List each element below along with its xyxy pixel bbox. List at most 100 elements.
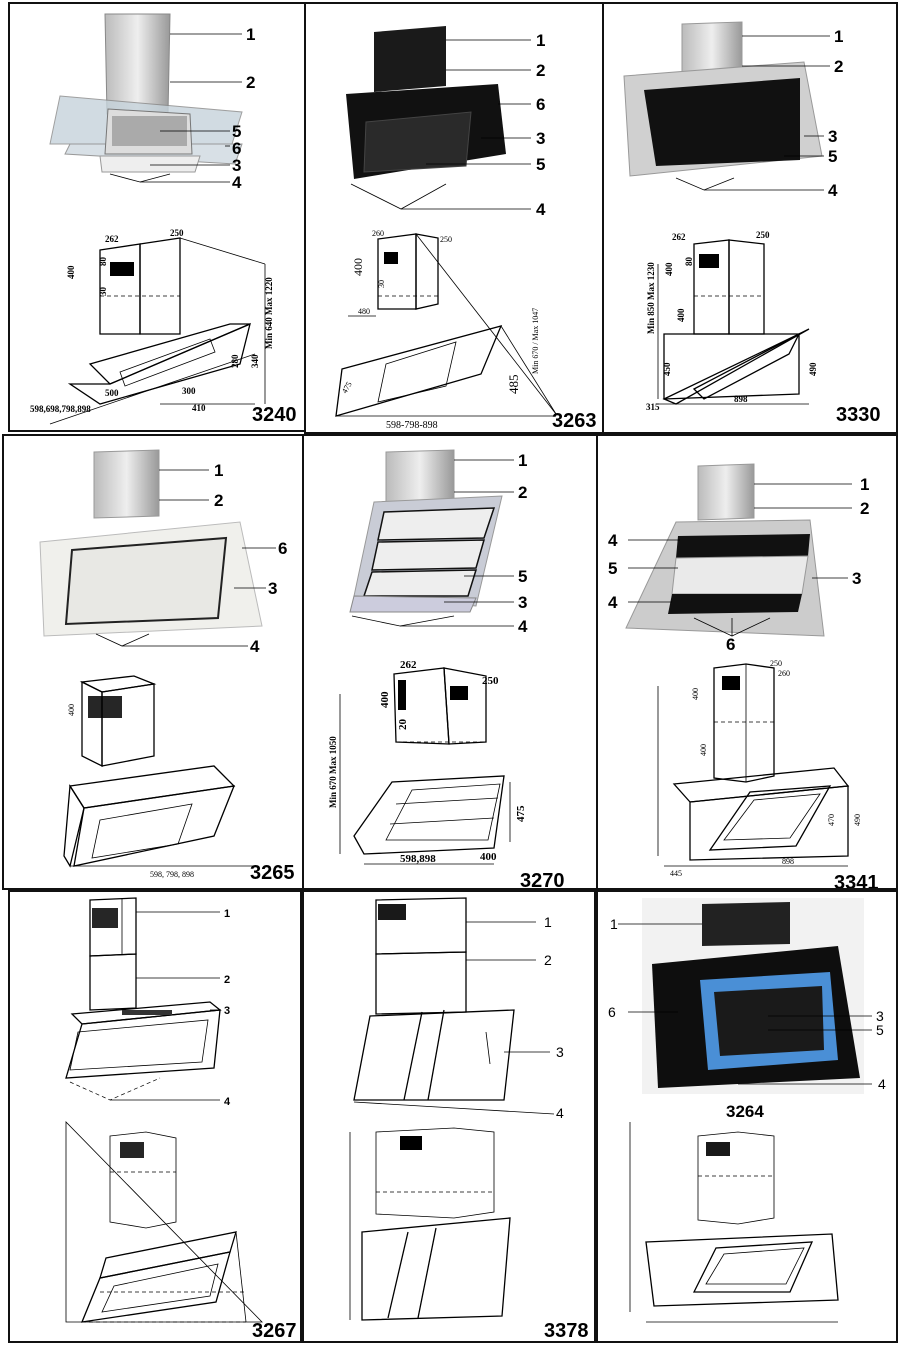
panel-3330: 1 2 3 5 4 262 250 400 80 400 Min 850 Max… bbox=[602, 2, 898, 434]
callout-1: 1 bbox=[544, 914, 552, 930]
callout-5: 5 bbox=[876, 1022, 884, 1038]
dim-80: 80 bbox=[684, 257, 694, 267]
callout-3: 3 bbox=[876, 1008, 884, 1024]
callout-3: 3 bbox=[268, 579, 277, 598]
dim-400-mid: 400 bbox=[676, 308, 686, 322]
callout-5: 5 bbox=[518, 567, 527, 586]
dim-20: 20 bbox=[397, 719, 409, 731]
technical-drawing-3240 bbox=[49, 237, 266, 425]
technical-drawing-3341 bbox=[657, 663, 850, 867]
dim-400: 400 bbox=[379, 691, 391, 708]
callout-4-bottom: 4 bbox=[608, 593, 618, 612]
callout-1: 1 bbox=[834, 27, 843, 46]
dim-250: 250 bbox=[756, 230, 770, 240]
dim-340: 340 bbox=[250, 354, 260, 368]
callout-2: 2 bbox=[544, 952, 552, 968]
dim-475: 475 bbox=[515, 805, 527, 822]
dim-445: 445 bbox=[670, 869, 682, 878]
panel-3265: 1 2 6 3 4 400 598, 798, 898 3265 bbox=[2, 434, 304, 890]
callout-4: 4 bbox=[250, 637, 260, 656]
dim-30: 30 bbox=[377, 280, 386, 288]
dim-400: 400 bbox=[351, 258, 365, 276]
callout-1: 1 bbox=[224, 908, 230, 920]
dim-widths: 598, 798, 898 bbox=[150, 870, 194, 879]
callout-3: 3 bbox=[536, 129, 545, 148]
dim-450: 450 bbox=[662, 362, 672, 376]
model-number: 3265 bbox=[250, 862, 295, 884]
dim-400: 400 bbox=[66, 265, 76, 279]
callout-4: 4 bbox=[878, 1076, 886, 1092]
callout-6: 6 bbox=[608, 1004, 616, 1020]
dim-490: 490 bbox=[853, 814, 862, 826]
callout-2: 2 bbox=[536, 61, 545, 80]
callout-1: 1 bbox=[214, 461, 223, 480]
model-number: 3263 bbox=[552, 410, 597, 432]
technical-drawing-3330 bbox=[656, 239, 810, 405]
panel-3264: 1 6 3 5 4 3264 bbox=[596, 890, 898, 1343]
dim-250: 250 bbox=[770, 659, 782, 668]
callout-3: 3 bbox=[224, 1005, 230, 1017]
dim-height-range: Min 670 Max 1050 bbox=[328, 736, 338, 808]
dim-480: 480 bbox=[358, 307, 370, 316]
model-number: 3264 bbox=[726, 1102, 764, 1121]
callout-6: 6 bbox=[232, 139, 241, 158]
illustration-3330: 1 2 3 5 4 262 250 400 80 400 Min 850 Max… bbox=[623, 21, 843, 412]
technical-drawing-3378 bbox=[349, 1127, 511, 1321]
dim-400-mid: 400 bbox=[699, 744, 708, 756]
dim-400-top: 400 bbox=[664, 262, 674, 276]
dim-250: 250 bbox=[482, 675, 499, 687]
illustration-3240: 1 2 5 6 3 4 262 250 400 80 30 Min 640 Ma… bbox=[30, 13, 274, 425]
technical-drawing-3264 bbox=[629, 1122, 839, 1323]
callout-4: 4 bbox=[518, 617, 528, 636]
model-number: 3378 bbox=[544, 1320, 589, 1342]
dim-widths: 598-798-898 bbox=[386, 420, 438, 431]
dim-262: 262 bbox=[400, 659, 417, 671]
model-number: 3240 bbox=[252, 404, 297, 426]
model-number: 3267 bbox=[252, 1320, 297, 1342]
callout-2: 2 bbox=[214, 491, 223, 510]
callout-3: 3 bbox=[518, 593, 527, 612]
panel-3378: 1 2 3 4 3378 bbox=[302, 890, 596, 1343]
callout-5: 5 bbox=[232, 122, 241, 141]
callout-1: 1 bbox=[518, 451, 527, 470]
illustration-3263: 1 2 6 3 5 4 260 250 400 30 480 Min 670 /… bbox=[335, 26, 557, 431]
callout-2: 2 bbox=[834, 57, 843, 76]
dim-470: 470 bbox=[827, 814, 836, 826]
dim-262: 262 bbox=[672, 232, 686, 242]
illustration-3264: 1 6 3 5 4 bbox=[608, 898, 886, 1323]
callout-2: 2 bbox=[518, 483, 527, 502]
model-number: 3270 bbox=[520, 870, 565, 890]
callout-3: 3 bbox=[232, 156, 241, 175]
technical-drawing-3263 bbox=[335, 233, 557, 417]
callout-3: 3 bbox=[556, 1044, 564, 1060]
dim-490: 490 bbox=[808, 362, 818, 376]
callout-6: 6 bbox=[278, 539, 287, 558]
callout-5: 5 bbox=[608, 559, 617, 578]
illustration-3265: 1 2 6 3 4 400 598, 798, 898 bbox=[39, 449, 287, 879]
dim-250: 250 bbox=[170, 228, 184, 238]
illustration-3341: 1 2 4 5 3 4 6 250 260 400 400 470 490 44… bbox=[608, 463, 869, 878]
technical-drawing-3267 bbox=[65, 1121, 263, 1323]
dim-500: 500 bbox=[105, 388, 119, 398]
dim-400-depth: 400 bbox=[480, 851, 497, 863]
panel-3263: 1 2 6 3 5 4 260 250 400 30 480 Min 670 /… bbox=[304, 2, 604, 434]
dim-400: 400 bbox=[67, 704, 76, 716]
dim-475: 475 bbox=[340, 380, 354, 395]
callout-4: 4 bbox=[536, 200, 546, 219]
panel-3240: 1 2 5 6 3 4 262 250 400 80 30 Min 640 Ma… bbox=[8, 2, 306, 432]
callout-4-top: 4 bbox=[608, 531, 618, 550]
dim-262: 262 bbox=[105, 234, 119, 244]
callout-3: 3 bbox=[828, 127, 837, 146]
callout-6: 6 bbox=[726, 635, 735, 654]
dim-260: 260 bbox=[372, 229, 384, 238]
dim-898: 898 bbox=[734, 394, 748, 404]
dim-height-range: Min 670 / Max 1047 bbox=[531, 308, 540, 374]
dim-898: 898 bbox=[782, 857, 794, 866]
callout-2: 2 bbox=[224, 974, 230, 986]
callout-4: 4 bbox=[232, 173, 242, 192]
model-number: 3330 bbox=[836, 404, 881, 426]
dim-height-range: Min 640 Max 1220 bbox=[264, 277, 274, 349]
callout-3: 3 bbox=[852, 569, 861, 588]
illustration-3270: 1 2 5 3 4 262 250 400 20 Min 670 Max 105… bbox=[328, 449, 528, 865]
